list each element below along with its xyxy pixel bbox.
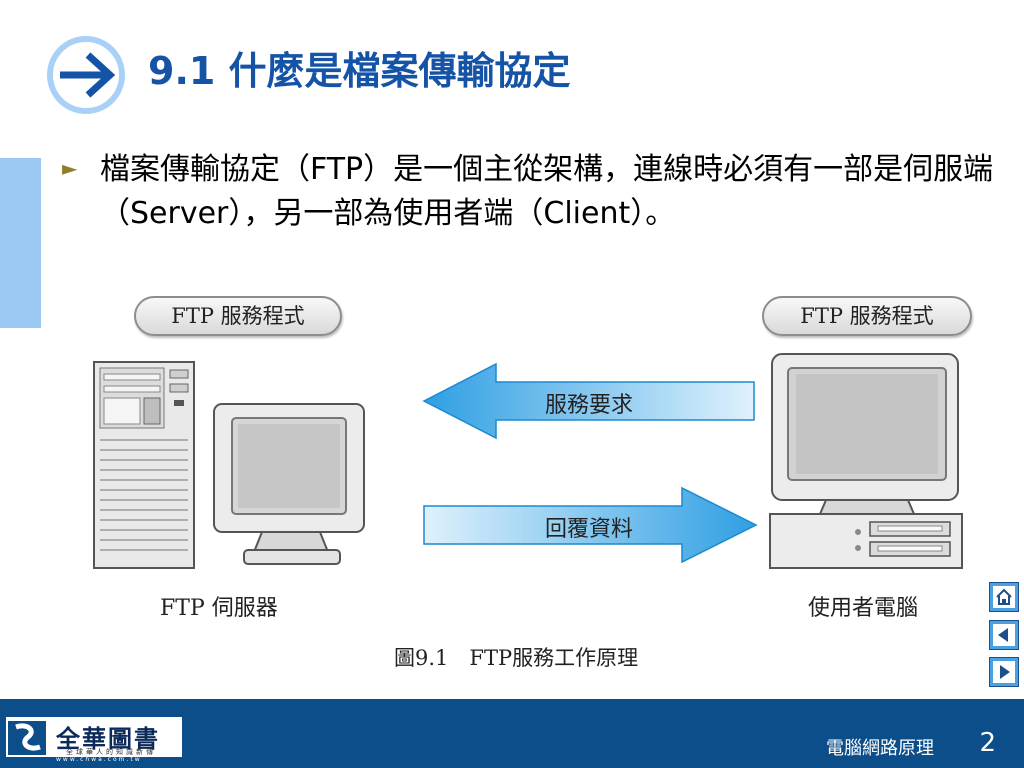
forward-icon <box>993 661 1015 683</box>
back-icon <box>993 624 1015 646</box>
home-icon <box>993 586 1015 608</box>
reply-arrow-icon <box>423 486 758 564</box>
right-service-pill: FTP 服務程式 <box>762 296 972 336</box>
server-monitor-icon <box>213 403 365 565</box>
server-tower-icon <box>93 361 195 569</box>
bullet-arrow-icon: ► <box>62 156 78 180</box>
request-label: 服務要求 <box>545 393 634 418</box>
bullet-text: 檔案傳輸協定（FTP）是一個主從架構，連線時必須有一部是伺服端（Server），… <box>100 152 994 231</box>
logo-name: 全華圖書 <box>56 725 160 753</box>
forward-button[interactable] <box>989 657 1019 687</box>
page-title: 9.1 什麼是檔案傳輸協定 <box>148 49 571 93</box>
arrow-circle-icon <box>47 36 125 114</box>
left-service-pill: FTP 服務程式 <box>134 296 342 336</box>
publisher-logo: 全華圖書 全球華人的知識新傳 www.chwa.com.tw <box>6 717 182 763</box>
logo-slogan: 全球華人的知識新傳 <box>66 748 156 756</box>
request-arrow-icon <box>422 362 755 440</box>
back-button[interactable] <box>989 620 1019 650</box>
home-button[interactable] <box>989 582 1019 612</box>
accent-bar <box>0 158 41 328</box>
publisher-logo-image <box>6 721 182 763</box>
course-title: 電腦網路原理 <box>826 738 934 759</box>
page-number: 2 <box>979 728 996 758</box>
figure-caption: 圖9.1 FTP服務工作原理 <box>394 646 639 670</box>
reply-label: 回覆資料 <box>545 517 634 542</box>
logo-url: www.chwa.com.tw <box>56 756 142 763</box>
client-computer-icon <box>769 353 963 569</box>
client-label: 使用者電腦 <box>808 596 919 621</box>
server-label: FTP 伺服器 <box>160 596 278 621</box>
